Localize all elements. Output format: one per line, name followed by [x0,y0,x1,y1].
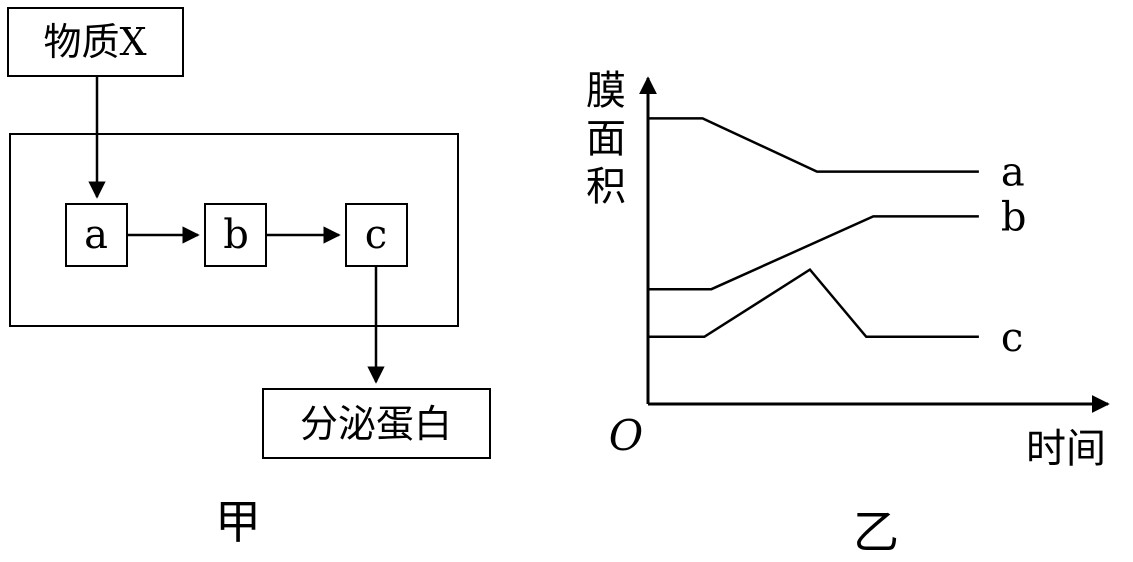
series-line-a [648,117,979,173]
caption-yi: 乙 [853,505,899,559]
series-label-a: a [1001,150,1025,196]
x-axis-label: 时间 [1026,426,1106,472]
diagram-jia: 物质X a b c 分泌蛋白 甲 [7,7,491,549]
node-a-label: a [84,212,108,258]
output-label: 分泌蛋白 [300,402,452,446]
cell-boundary [9,133,459,327]
series-label-b: b [1001,194,1027,240]
input-box [7,7,184,77]
series-line-c [648,267,979,339]
node-b-label: b [223,212,249,258]
node-b-box [204,203,267,267]
caption-jia: 甲 [215,495,261,549]
series-layer: ab c [648,117,1027,361]
y-axis-label-char-1: 膜 [586,68,626,114]
y-axis-label-char-3: 积 [586,164,626,210]
chart-yi: 膜 面 积 O 时间 ab c 乙 [586,68,1110,559]
series-line-b [648,215,979,291]
input-label: 物质X [43,20,146,64]
node-c-label: c [365,212,387,258]
series-label-c: c [1001,315,1023,361]
origin-label: O [609,411,643,460]
output-box [262,388,491,459]
y-axis-label-char-2: 面 [586,116,626,162]
